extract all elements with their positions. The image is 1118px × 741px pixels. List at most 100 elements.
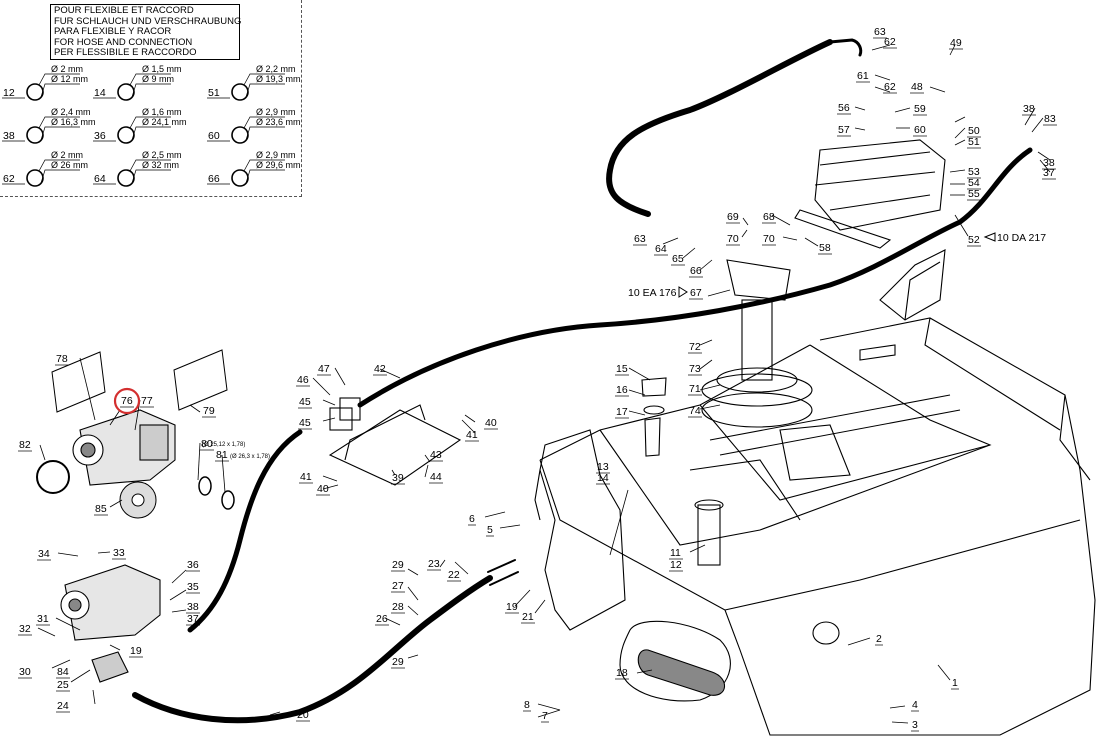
legend-title: POUR FLEXIBLE ET RACCORD FUR SCHLAUCH UN… [50,4,241,60]
o-ring-icon [231,83,249,101]
callout-50: 50 [968,125,980,137]
callout-51: 51 [968,136,980,148]
o-ring-icon [231,126,249,144]
callout-17: 17 [616,406,628,418]
callout-13: 13 [597,461,609,473]
callout-15: 15 [616,363,628,375]
seal-inner-diameter: Ø 9 mm [142,74,174,84]
seal-ref-number: 38 [3,130,15,142]
callout-27: 27 [392,580,404,592]
callout-11: 11 [670,547,681,559]
callout-64: 64 [655,243,667,255]
callout-38: 38 [1043,157,1055,169]
callout-72: 72 [689,341,701,353]
callout-21: 21 [522,611,534,623]
callout-38: 38 [1023,103,1035,115]
chassis [328,139,1096,736]
callout-47: 47 [318,363,330,375]
callout-69: 69 [727,211,739,223]
callout-5: 5 [487,524,493,536]
o-ring-icon [117,169,135,187]
callout-63: 63 [634,233,646,245]
callout-80: 80 [201,438,213,450]
callout-62: 62 [884,81,896,93]
callout-44: 44 [430,471,442,483]
seal-inner-diameter: Ø 23,6 mm [256,117,301,127]
seal-cross-section: Ø 2,2 mm [256,64,296,74]
seal-entry-38: 38Ø 2,4 mmØ 16,3 mm [2,107,96,144]
callout-49: 49 [950,37,962,49]
callout-48: 48 [911,81,923,93]
seal-entry-36: 36Ø 1,6 mmØ 24,1 mm [93,107,187,144]
callout-82: 82 [19,439,31,451]
o-ring-icon [117,83,135,101]
seal-cross-section: Ø 2 mm [51,150,83,160]
callout-31: 31 [37,613,49,625]
callout-16: 16 [616,384,628,396]
callout-73: 73 [689,363,701,375]
reference-arrow-right: 10 DA 217 [983,232,1046,244]
seal-cross-section: Ø 1,6 mm [142,107,182,117]
hose-top [606,39,833,217]
leader-lines [37,44,1051,724]
callout-36: 36 [187,559,199,571]
callout-53: 53 [968,166,980,178]
callout-68: 68 [763,211,775,223]
highlight-circle [113,387,141,415]
callout-6: 6 [469,513,475,525]
callout-3: 3 [912,719,918,731]
seal-entry-64: 64Ø 2,5 mmØ 32 mm [93,150,182,187]
callout-19: 19 [506,601,518,613]
callout-70: 70 [727,233,739,245]
seal-inner-diameter: Ø 24,1 mm [142,117,187,127]
callout-71: 71 [689,383,701,395]
seal-cross-section: Ø 1,5 mm [142,64,182,74]
seal-leader [38,73,80,98]
callout-40: 40 [485,417,497,429]
seal-cross-section: Ø 2,9 mm [256,107,296,117]
legend-line-en: FOR HOSE AND CONNECTION [54,36,193,48]
ref-10da217: 10 DA 217 [997,232,1046,244]
callout-77: 77 [141,395,153,407]
callout-4: 4 [912,699,918,711]
seal-entry-51: 51Ø 2,2 mmØ 19,3 mm [207,64,301,101]
seal-leader [38,159,80,184]
seal-leader [129,73,171,98]
callout-78: 78 [56,353,68,365]
callout-56: 56 [838,102,850,114]
seal-spec-81: (Ø 26,3 x 1,78) [230,454,270,460]
label-plates [51,349,228,413]
seal-legend: POUR FLEXIBLE ET RACCORD FUR SCHLAUCH UN… [0,0,302,197]
callout-32: 32 [19,623,31,635]
seal-leader [243,159,285,184]
hose-left [187,429,303,633]
callout-8: 8 [524,699,530,711]
callout-76: 76 [121,395,133,407]
drive-gear [119,481,157,519]
legend-line-it: PER FLESSIBILE E RACCORDO [54,47,197,59]
seal-spec-80: (Ø 25,12 x 1,78) [202,442,245,448]
seal-leader [38,116,80,141]
callout-41: 41 [300,471,312,483]
o-ring-icon [117,126,135,144]
o-ring-icon [231,169,249,187]
seal-inner-diameter: Ø 19,3 mm [256,74,301,84]
callout-2: 2 [876,633,882,645]
seal-entry-62: 62Ø 2 mmØ 26 mm [2,150,88,187]
callout-55: 55 [968,188,980,200]
callout-37: 37 [1043,167,1055,179]
callout-28: 28 [392,601,404,613]
callout-66: 66 [690,265,702,277]
o-ring-icon [26,126,44,144]
callout-62: 62 [884,36,896,48]
callout-46: 46 [297,374,309,386]
legend-line-fr: POUR FLEXIBLE ET RACCORD [54,5,194,16]
callout-1: 1 [952,677,958,689]
callout-14: 14 [597,472,609,484]
seal-leader [243,116,285,141]
callout-26: 26 [376,613,388,625]
callout-29: 29 [392,656,404,668]
o-ring-82 [36,460,70,494]
seal-inner-diameter: Ø 32 mm [142,160,179,170]
callout-30: 30 [19,666,31,678]
